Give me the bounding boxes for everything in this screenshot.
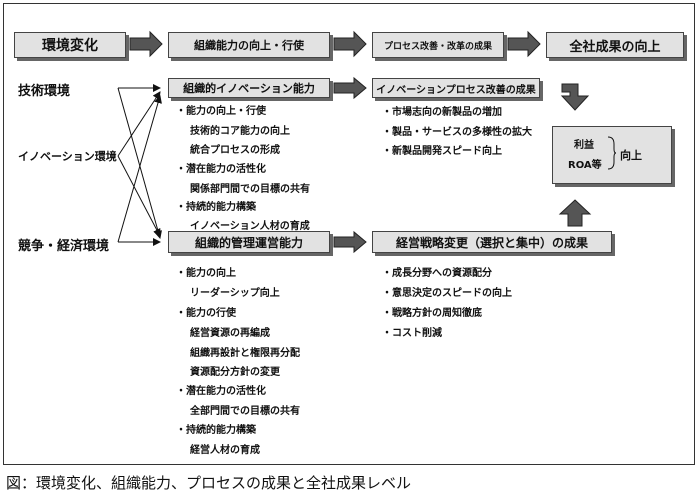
innovation-item-0: ・能力の向上・行使 [176, 106, 266, 117]
innovation-result-item-0: ・市場志向の新製品の増加 [382, 107, 502, 118]
strategy-result-title: 経営戦略変更（選択と集中）の成果 [395, 235, 588, 250]
final-result-profit: 利益 [574, 140, 594, 151]
diagram-frame [3, 3, 695, 465]
innovation-item-4: 関係部門間での目標の共有 [190, 184, 310, 195]
strategy-result-item-0: ・成長分野への資源配分 [382, 268, 492, 279]
final-result-improve: 向上 [620, 149, 642, 162]
management-item-1: リーダーシップ向上 [190, 288, 280, 299]
env-technology: 技術環境 [18, 84, 71, 99]
company-result-label: 全社成果の向上 [569, 39, 661, 55]
process-result-box: プロセス改善・改革の成果 [372, 32, 504, 58]
header-arrow-2 [333, 30, 367, 58]
final-result-brace [607, 136, 616, 170]
company-result-box: 全社成果の向上 [546, 32, 684, 58]
innovation-item-5: ・持続的能力構築 [176, 202, 256, 213]
env-competition: 競争・経済環境 [18, 239, 110, 254]
management-item-2: ・能力の行使 [176, 308, 236, 319]
management-item-8: ・持続的能力構築 [176, 425, 256, 436]
header-arrow-3 [507, 30, 541, 58]
process-result-label: プロセス改善・改革の成果 [383, 41, 492, 52]
up-arrow [558, 199, 592, 227]
innovation-result-item-2: ・新製品開発スピード向上 [382, 146, 502, 157]
innovation-capability-box: 組織的イノベーション能力 [168, 78, 330, 98]
management-item-7: 全部門間での目標の共有 [190, 406, 300, 417]
management-item-3: 経営資源の再編成 [190, 328, 270, 339]
innovation-item-1: 技術的コア能力の向上 [190, 126, 290, 137]
management-arrow [333, 230, 367, 254]
org-capability-label: 組織能力の向上・行使 [194, 39, 304, 52]
env-innovation: イノベーション環境 [18, 150, 117, 163]
env-change-box: 環境変化 [14, 32, 126, 58]
strategy-result-item-3: ・コスト削減 [382, 328, 442, 339]
strategy-result-box: 経営戦略変更（選択と集中）の成果 [372, 231, 612, 253]
innovation-item-2: 統合プロセスの形成 [190, 145, 280, 156]
management-capability-box: 組織的管理運営能力 [168, 231, 330, 253]
innovation-item-3: ・潜在能力の活性化 [176, 164, 266, 175]
innovation-result-item-1: ・製品・サービスの多様性の拡大 [382, 127, 532, 138]
innovation-result-title: イノベーションプロセス改善の成果 [376, 84, 536, 96]
final-result-roa: ROA等 [568, 160, 602, 171]
innovation-arrow [333, 76, 367, 100]
management-capability-title: 組織的管理運営能力 [194, 235, 303, 250]
final-result-box [552, 126, 672, 184]
innovation-capability-title: 組織的イノベーション能力 [183, 82, 315, 95]
header-arrow-1 [129, 30, 163, 58]
org-capability-box: 組織能力の向上・行使 [168, 32, 330, 58]
strategy-result-item-2: ・戦略方針の周知徹底 [382, 308, 482, 319]
management-item-0: ・能力の向上 [176, 268, 236, 279]
management-item-6: ・潜在能力の活性化 [176, 386, 266, 397]
bent-arrow [560, 83, 590, 111]
strategy-result-item-1: ・意思決定のスピードの向上 [382, 288, 512, 299]
management-item-5: 資源配分方針の変更 [190, 367, 280, 378]
management-item-4: 組織再設計と権限再分配 [190, 348, 300, 359]
innovation-item-6: イノベーション人材の育成 [190, 221, 310, 232]
figure-caption: 図：環境変化、組織能力、プロセスの成果と全社成果レベル [6, 474, 412, 492]
innovation-result-box: イノベーションプロセス改善の成果 [372, 78, 540, 98]
management-item-9: 経営人材の育成 [190, 445, 260, 456]
env-change-label: 環境変化 [42, 38, 98, 54]
